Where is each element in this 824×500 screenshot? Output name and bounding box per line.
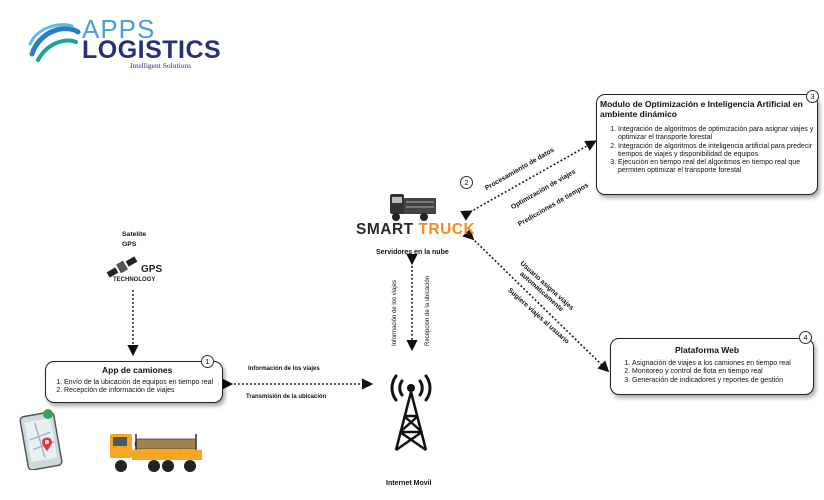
cell-tower-icon — [390, 374, 432, 452]
label-info-viajes-vertical: Información de los viajes — [392, 279, 398, 346]
box4-item: Generación de indicadores y reportes de … — [632, 377, 824, 385]
logo-apps-text: APPS — [82, 14, 156, 44]
phone-map-icon — [19, 409, 63, 470]
box3-item: Ejecución en tiempo real del algoritmos … — [618, 159, 824, 176]
servers-caption: Servidores en la nube — [376, 249, 449, 256]
apps-logistics-logo-icon — [28, 23, 81, 62]
box4-item: Monitoreo y control de flota en tiempo r… — [632, 368, 824, 376]
label-info-viajes-horizontal: Información de los viajes — [248, 366, 320, 372]
satellite-icon — [106, 256, 138, 278]
logo-logistics-text: LOGISTICS — [82, 36, 222, 64]
box4-item: Asignación de viajes a los camiones en t… — [632, 360, 824, 368]
step-badge-3: 3 — [806, 90, 819, 103]
log-truck-icon — [110, 434, 202, 472]
satellite-label: Satelite — [122, 231, 147, 238]
step-badge-4: 4 — [799, 331, 812, 344]
box3-title: Modulo de Optimización e Inteligencia Ar… — [600, 99, 803, 119]
step-badge-1: 1 — [201, 355, 214, 368]
box1-title: App de camiones — [102, 365, 173, 375]
smart-truck-wordmark: SMART TRUCK — [356, 221, 476, 238]
plataforma-web-box: Plataforma Web Asignación de viajes a lo… — [610, 338, 814, 395]
internet-movil-caption: Internet Movil — [386, 480, 432, 487]
box3-item: Integración de algoritmos de inteligenci… — [618, 143, 824, 160]
logo-tagline: Intelligent Solutions — [130, 61, 192, 70]
label-recepcion-ubicacion: Recepcion de la ubicación — [425, 275, 431, 346]
box4-title: Plataforma Web — [675, 345, 740, 355]
gps-technology-text: TECHNOLOGY — [113, 277, 156, 283]
step-badge-2: 2 — [460, 176, 473, 189]
box3-item: Integración de algoritmos de optimizació… — [618, 126, 824, 143]
app-camiones-box: App de camiones Envío de la ubicación de… — [45, 361, 223, 403]
label-transmision: Transmisión de la ubicación — [246, 394, 327, 400]
box1-item: Envío de la ubicación de equipos en tiem… — [64, 379, 240, 387]
gps-logo-text: GPS — [141, 264, 163, 275]
smart-truck-icon — [390, 194, 436, 221]
gps-label: GPS — [122, 241, 137, 248]
optimization-module-box: Modulo de Optimización e Inteligencia Ar… — [596, 94, 818, 195]
box1-item: Recepción de información de viajes — [64, 387, 240, 395]
